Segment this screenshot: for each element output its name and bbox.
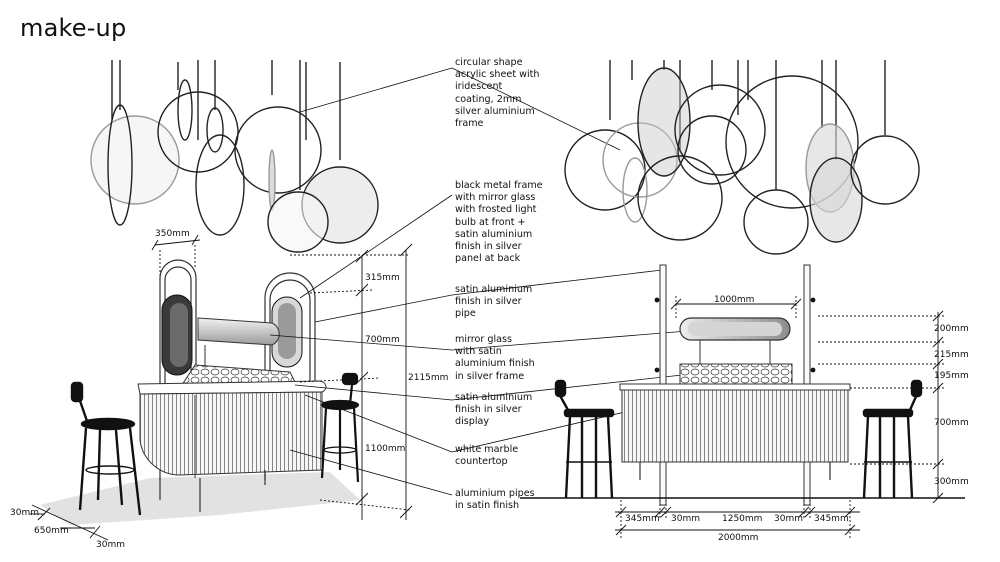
pendant-lights-left — [90, 60, 379, 253]
dim-1250mm: 1250mm — [722, 514, 762, 524]
ribbed-body-front — [621, 389, 849, 463]
dimension-lines-right — [615, 296, 945, 540]
elevation-view: 1000mm 200mm 215mm 195mm 700mm 300mm 345… — [520, 60, 969, 543]
dim-300mm: 300mm — [934, 477, 969, 487]
countertop-front — [619, 383, 851, 391]
dim-30mm-left-b: 30mm — [96, 540, 125, 550]
note-black-metal-frame: black metal frame with mirror glass with… — [455, 180, 543, 265]
perspective-view: 350mm 315mm 700mm 2115mm 1100mm 30mm 650… — [10, 60, 448, 550]
dim-195mm: 195mm — [934, 371, 969, 381]
leader-lines — [269, 67, 721, 496]
bar-stool-left — [70, 381, 142, 516]
dim-2115mm: 2115mm — [408, 373, 448, 383]
note-aluminium-pipes: aluminium pipes in satin finish — [455, 488, 535, 512]
dim-345mm-b: 345mm — [814, 514, 849, 524]
note-marble-countertop: white marble countertop — [455, 444, 519, 468]
dim-1000mm: 1000mm — [714, 295, 754, 305]
dim-200mm: 200mm — [934, 324, 969, 334]
dim-345mm-a: 345mm — [625, 514, 660, 524]
dim-700mm: 700mm — [365, 335, 400, 345]
dim-215mm: 215mm — [934, 350, 969, 360]
dim-30mm-right-b: 30mm — [774, 514, 803, 524]
front-stool-left — [554, 379, 615, 499]
dim-1100mm: 1100mm — [365, 444, 405, 454]
dim-350mm: 350mm — [155, 229, 190, 239]
arch-frames — [159, 259, 316, 480]
dim-30mm-left-a: 30mm — [10, 508, 39, 518]
pipe-mirror — [197, 317, 280, 346]
pendant-lights-right — [564, 60, 920, 255]
dim-30mm-right-a: 30mm — [671, 514, 700, 524]
dim-2000mm: 2000mm — [718, 533, 758, 543]
note-display: satin aluminium finish in silver display — [455, 392, 533, 428]
note-satin-pipe: satin aluminium finish in silver pipe — [455, 284, 533, 320]
ribbed-counter-body — [139, 391, 323, 476]
front-stool-right — [862, 379, 923, 499]
bulb-display-front — [679, 363, 793, 385]
bar-stool-right — [320, 372, 360, 483]
dimension-lines-left — [30, 234, 413, 541]
note-circular-shape: circular shape acrylic sheet with irides… — [455, 57, 540, 130]
note-mirror-glass: mirror glass with satin aluminium finish… — [455, 334, 535, 382]
dim-700mm-right: 700mm — [934, 418, 969, 428]
sheet-title: make-up — [20, 14, 127, 42]
dim-315mm: 315mm — [365, 273, 400, 283]
dim-650mm: 650mm — [34, 526, 69, 536]
